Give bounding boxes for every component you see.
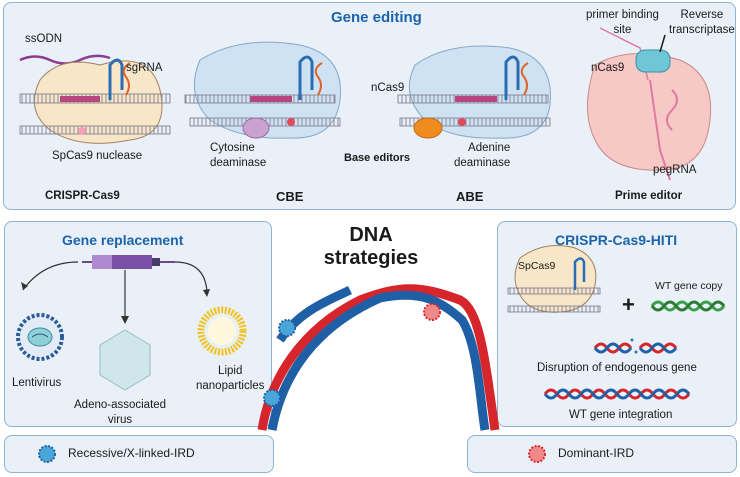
cbe-illustration [184,41,341,139]
ssodn-label: ssODN [25,33,63,45]
spcas9-nuclease-illustration [19,58,171,144]
dominant-legend-label: Dominant-IRD [558,446,635,460]
plus-sign: + [622,292,635,317]
ncas9-label: nCas9 [371,82,405,94]
crispr-cas9-caption: CRISPR-Cas9 [45,190,120,202]
integration-label: WT gene integration [569,409,673,421]
cytosine-deaminase-label: Cytosine deaminase [210,142,267,169]
lentivirus-illustration [16,313,64,361]
abe-illustration [397,45,551,139]
legend-dominant-box [467,435,737,473]
integrated-gene-helix [543,388,691,400]
aav-label: Adeno-associated virus [74,399,167,426]
recessive-legend-icon [38,445,56,463]
abe-caption: ABE [456,189,484,204]
disruption-label: Disruption of endogenous gene [537,362,697,374]
lipid-nanoparticle-illustration [197,306,247,356]
prime-editor-illustration [587,27,712,181]
pegrna-label: pegRNA [653,164,697,176]
gene-replacement-title: Gene replacement [62,232,184,248]
dna-strategies-title: DNA strategies [323,224,419,269]
ssodn-strand [19,54,111,65]
reverse-transcriptase-label: Reverse transcriptase [669,9,735,36]
hiti-spcas9-illustration [507,245,601,313]
spcas9-nuclease-label: SpCas9 nuclease [52,150,143,162]
prime-ncas9-label: nCas9 [591,62,625,74]
hiti-spcas9-label: SpCas9 [518,260,556,272]
cbe-caption: CBE [276,189,304,204]
central-dna-helix [257,284,500,431]
prime-editor-caption: Prime editor [615,190,683,202]
dominant-legend-icon [528,445,546,463]
adenine-deaminase-label: Adenine deaminase [454,142,511,169]
transgene-vector-illustration [21,255,210,324]
hiti-title: CRISPR-Cas9-HITI [555,232,678,248]
gene-editing-title: Gene editing [331,9,422,26]
recessive-legend-label: Recessive/X-linked-IRD [68,446,195,460]
primer-binding-site-label: primer binding site [586,9,659,36]
lentivirus-label: Lentivirus [12,377,62,389]
disrupted-gene-helix [593,338,678,354]
sgrna-label: sgRNA [126,62,163,74]
wt-gene-copy-label: WT gene copy [655,280,723,292]
aav-illustration [99,329,151,391]
base-editors-label: Base editors [344,152,411,164]
lnp-label: Lipid nanoparticles [196,365,265,392]
